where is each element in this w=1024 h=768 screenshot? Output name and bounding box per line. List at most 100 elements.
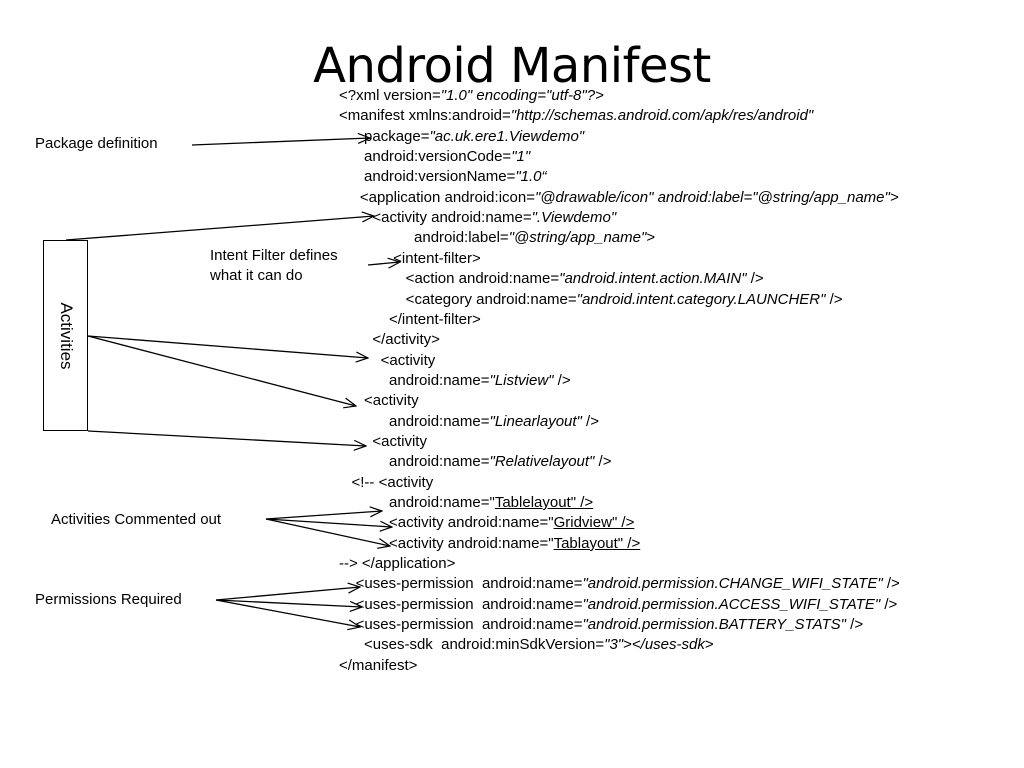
code-segment: "Relativelayout"	[489, 453, 595, 471]
code-line: <uses-sdk android:minSdkVersion="3"></us…	[339, 635, 714, 655]
code-line: android:name="Linearlayout" />	[339, 412, 599, 432]
code-segment: <uses-sdk android:minSdkVersion=	[339, 636, 605, 654]
code-segment: "android.permission.CHANGE_WIFI_STATE"	[582, 575, 883, 593]
code-line: android:name="Relativelayout" />	[339, 452, 611, 472]
code-segment: "@drawable/icon" android:label="@string/…	[534, 188, 899, 206]
code-segment: "1"	[511, 148, 531, 166]
code-line: <uses-permission android:name="android.p…	[339, 574, 900, 594]
code-segment: <uses-permission android:name=	[339, 575, 583, 593]
code-line: package="ac.uk.ere1.Viewdemo"	[339, 127, 584, 147]
arrow-activity-linearlayout	[87, 335, 356, 406]
arrow-activity-relativelayout	[87, 430, 366, 446]
arrow-commented-tablayout	[265, 518, 390, 546]
code-segment: android:versionCode=	[339, 148, 512, 166]
activities-commented-out-label: Activities Commented out	[51, 511, 222, 528]
code-line: <manifest xmlns:android="http://schemas.…	[339, 106, 813, 126]
code-line: <activity	[339, 391, 419, 411]
code-segment: <application android:icon=	[339, 188, 535, 206]
code-segment: android:name=	[339, 371, 490, 389]
code-segment: "http://schemas.android.com/apk/res/andr…	[510, 107, 814, 125]
code-line: <activity android:name=".Viewdemo"	[339, 208, 616, 228]
activities-box: Activities	[43, 240, 88, 431]
code-line: --> </application>	[339, 554, 455, 574]
code-segment: </manifest>	[339, 656, 418, 674]
slide-title: Android Manifest	[313, 38, 711, 94]
code-line: <activity	[339, 351, 436, 371]
code-line: </activity>	[339, 330, 440, 350]
arrow-permission-battery	[215, 599, 360, 627]
code-segment: "android.intent.action.MAIN"	[559, 270, 747, 288]
arrow-commented-tablelayout	[265, 511, 382, 520]
code-segment: <activity android:name="	[339, 534, 554, 552]
code-segment: />	[845, 616, 864, 634]
code-segment: >	[646, 229, 656, 247]
code-segment: "1.0" encoding="utf-8"?>	[440, 87, 604, 104]
code-segment: />	[594, 453, 612, 471]
code-segment: <action android:name=	[339, 270, 560, 288]
code-segment: </uses-sdk	[631, 636, 705, 654]
arrow-intent-filter	[367, 262, 400, 265]
code-line: <uses-permission android:name="android.p…	[339, 595, 898, 615]
code-segment: "android.permission.BATTERY_STATS"	[582, 616, 846, 634]
code-line: android:label="@string/app_name">	[339, 228, 655, 248]
code-line: <activity android:name="Tablayout" />	[339, 534, 640, 554]
code-segment: "ac.uk.ere1.Viewdemo"	[429, 127, 585, 145]
code-segment: <activity	[339, 351, 436, 369]
code-segment: package=	[339, 127, 430, 145]
code-segment: <?xml version=	[339, 87, 441, 104]
code-line: </intent-filter>	[339, 310, 481, 330]
code-line: <uses-permission android:name="android.p…	[339, 615, 863, 635]
arrow-activity-viewdemo	[65, 216, 374, 241]
code-segment: android:name=	[339, 453, 490, 471]
code-segment: >	[623, 636, 632, 654]
code-line: <intent-filter>	[339, 249, 481, 269]
code-segment: />	[746, 270, 764, 288]
code-segment: "android.permission.ACCESS_WIFI_STATE"	[582, 595, 881, 613]
code-segment: >	[704, 636, 714, 654]
arrow-permission-access-wifi	[215, 599, 362, 607]
code-line: android:versionCode="1"	[339, 147, 530, 167]
code-segment: ".Viewdemo"	[531, 209, 617, 227]
code-segment: </intent-filter>	[339, 310, 481, 328]
code-segment: />	[553, 371, 571, 389]
code-line: <?xml version="1.0" encoding="utf-8"?>	[339, 86, 604, 106]
code-segment: android:versionName=	[339, 168, 516, 186]
code-segment: --> </application>	[339, 555, 456, 573]
code-segment: "3"	[604, 636, 624, 654]
code-segment: android:name="	[339, 494, 495, 511]
code-line: </manifest>	[339, 656, 417, 676]
code-segment: />	[825, 290, 843, 308]
code-segment: "@string/app_name"	[508, 229, 647, 247]
arrow-commented-gridview	[265, 518, 392, 527]
code-segment: android:label=	[339, 229, 509, 247]
code-segment: <category android:name=	[339, 290, 577, 308]
code-segment: <activity	[339, 392, 419, 410]
code-segment: </activity>	[339, 331, 440, 349]
code-segment: Tablelayout" />	[494, 494, 594, 511]
code-line: android:name="Listview" />	[339, 371, 571, 391]
code-line: <action android:name="android.intent.act…	[339, 269, 764, 289]
code-segment: android:name=	[339, 412, 490, 430]
code-segment: <intent-filter>	[339, 249, 481, 267]
code-line: <activity	[339, 432, 427, 452]
code-segment: <uses-permission android:name=	[339, 595, 583, 613]
code-line: android:name="Tablelayout" />	[339, 493, 593, 513]
code-segment: <uses-permission android:name=	[339, 616, 583, 634]
code-segment: />	[581, 412, 599, 430]
arrow-permission-change-wifi	[215, 587, 360, 601]
code-segment: Tablayout" />	[553, 534, 641, 552]
arrow-package	[191, 138, 370, 146]
code-segment: />	[882, 575, 900, 593]
code-segment: Gridview" />	[553, 514, 635, 532]
code-segment: <activity android:name="	[339, 514, 554, 532]
code-line: <!-- <activity	[339, 473, 434, 493]
intent-filter-label-line1: Intent Filter defines	[210, 247, 338, 264]
code-line: android:versionName="1.0“	[339, 167, 547, 187]
code-segment: "Listview"	[489, 371, 554, 389]
permissions-required-label: Permissions Required	[35, 591, 182, 608]
intent-filter-label-line2: what it can do	[210, 267, 303, 284]
code-segment: <activity android:name=	[339, 209, 532, 227]
code-line: <activity android:name="Gridview" />	[339, 513, 634, 533]
